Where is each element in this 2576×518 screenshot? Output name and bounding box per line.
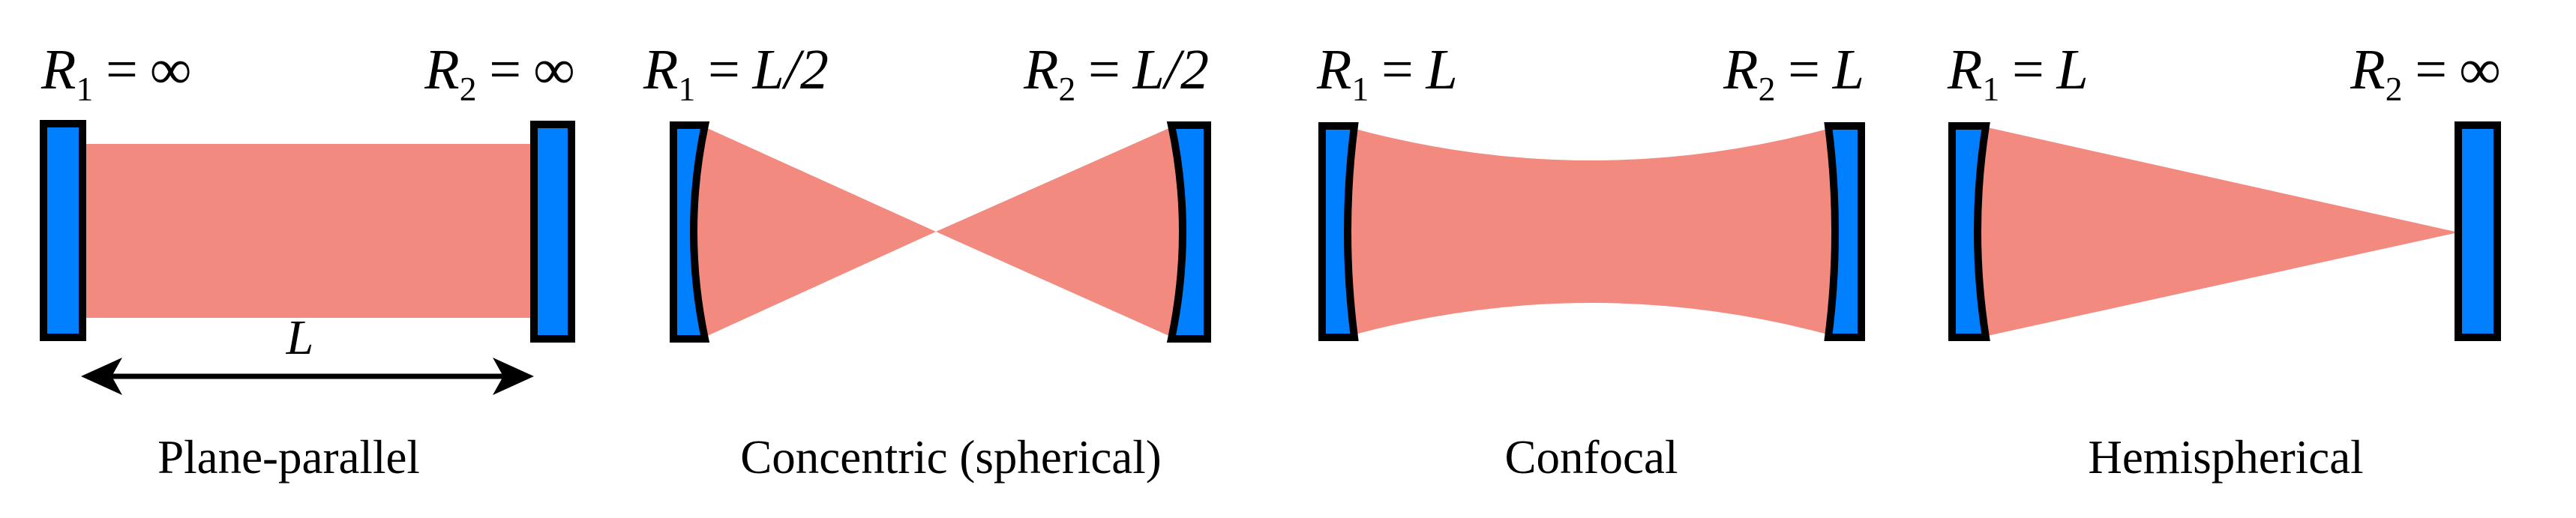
radius-symbol: R xyxy=(1723,38,1759,101)
equals-sign: = xyxy=(1381,38,1414,101)
radius-subscript: 2 xyxy=(2385,70,2403,109)
mirror-right-concave-2 xyxy=(1166,121,1211,343)
equals-sign: = xyxy=(1088,38,1120,101)
mirror-right-flat-1 xyxy=(530,121,575,343)
mirror1-radius-label-confocal: R1 =L xyxy=(1317,37,1458,106)
mirror-left-concave-3 xyxy=(1318,122,1359,341)
equals-sign: = xyxy=(707,38,740,101)
equals-sign: = xyxy=(2415,38,2448,101)
beam-hemispherical-cone xyxy=(1979,127,2458,336)
radius-symbol: R xyxy=(2350,38,2386,101)
cavity-length-label: L xyxy=(286,310,314,365)
equals-sign: = xyxy=(105,38,138,101)
beam-confocal-waist xyxy=(1348,129,1834,334)
mirror2-radius-label-hemispherical: R2 =∞ xyxy=(2350,37,2500,106)
radius-subscript: 2 xyxy=(1058,70,1076,109)
radius-subscript: 2 xyxy=(459,70,477,109)
panel-concentric-shapes xyxy=(670,121,1211,343)
panel-plane-parallel-shapes xyxy=(40,120,575,395)
length-arrow-head-right xyxy=(493,358,534,395)
panel-confocal-shapes xyxy=(1318,122,1865,341)
radius-value: L xyxy=(2056,38,2089,101)
radius-value: ∞ xyxy=(150,38,191,101)
radius-symbol: R xyxy=(1317,38,1352,101)
caption-confocal: Confocal xyxy=(1504,431,1678,484)
radius-symbol: R xyxy=(1024,38,1059,101)
mirror-left-concave-4 xyxy=(1948,122,1990,341)
beam-concentric-left-cone xyxy=(694,127,936,337)
mirror-right-flat-4 xyxy=(2455,121,2501,341)
length-arrow-head-left xyxy=(81,358,122,395)
beam-plane-parallel xyxy=(82,144,534,318)
radius-value: L xyxy=(1832,38,1864,101)
beam-concentric-right-cone xyxy=(936,127,1182,337)
radius-value: ∞ xyxy=(2459,38,2500,101)
equals-sign: = xyxy=(2011,38,2044,101)
radius-subscript: 2 xyxy=(1758,70,1776,109)
radius-subscript: 1 xyxy=(76,70,94,109)
equals-sign: = xyxy=(1788,38,1820,101)
caption-plane-parallel: Plane-parallel xyxy=(157,431,420,484)
mirror2-radius-label-confocal: R2 =L xyxy=(1723,37,1864,106)
radius-symbol: R xyxy=(1948,38,1983,101)
radius-value: L xyxy=(1426,38,1458,101)
radius-symbol: R xyxy=(41,38,76,101)
mirror-right-concave-3 xyxy=(1824,122,1865,341)
mirror-left-concave-2 xyxy=(670,121,710,343)
radius-value: ∞ xyxy=(533,38,574,101)
radius-subscript: 1 xyxy=(678,70,696,109)
mirror1-radius-label-concentric: R1 =L/2 xyxy=(643,37,829,106)
panel-hemispherical-shapes xyxy=(1948,121,2501,341)
mirror2-radius-label-plane-parallel: R2 =∞ xyxy=(424,37,574,106)
mirror1-radius-label-plane-parallel: R1 =∞ xyxy=(41,37,191,106)
mirror-left-flat-1 xyxy=(40,120,86,341)
caption-hemispherical: Hemispherical xyxy=(2088,431,2364,484)
equals-sign: = xyxy=(489,38,522,101)
radius-value: L/2 xyxy=(752,38,829,101)
mirror1-radius-label-hemispherical: R1 =L xyxy=(1948,37,2089,106)
mirror2-radius-label-concentric: R2 =L/2 xyxy=(1024,37,1209,106)
radius-symbol: R xyxy=(643,38,679,101)
radius-symbol: R xyxy=(424,38,460,101)
radius-value: L/2 xyxy=(1132,38,1209,101)
caption-concentric: Concentric (spherical) xyxy=(740,431,1162,484)
radius-subscript: 1 xyxy=(1982,70,2000,109)
radius-subscript: 1 xyxy=(1351,70,1369,109)
